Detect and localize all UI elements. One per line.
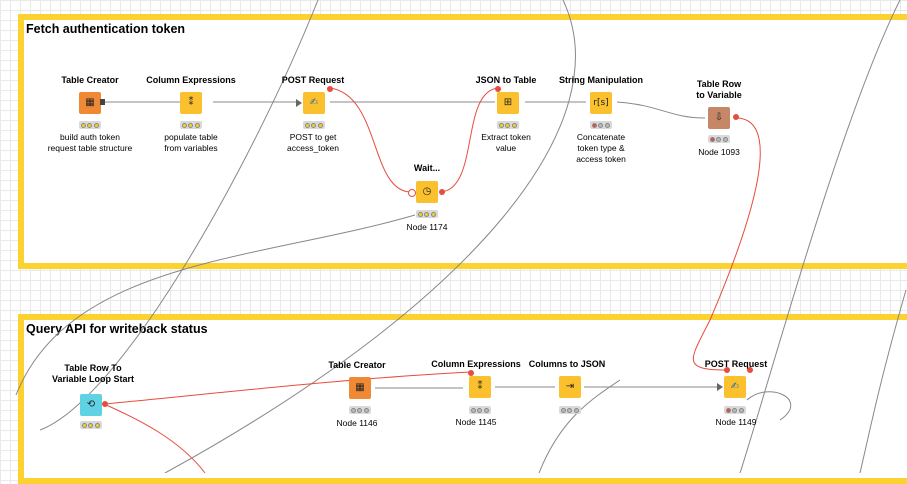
node-status-indicator bbox=[559, 406, 581, 414]
node-title: Table Creator bbox=[328, 360, 386, 370]
node-label[interactable]: Node 1149 bbox=[715, 417, 757, 427]
background-curve bbox=[15, 214, 416, 396]
node-status-indicator bbox=[80, 421, 102, 429]
node-label[interactable]: Extract token value bbox=[481, 132, 531, 153]
node-title: Columns to JSON bbox=[528, 359, 606, 369]
node-title: JSON to Table bbox=[475, 75, 537, 85]
node-title: String Manipulation bbox=[559, 75, 643, 85]
json-to-table-icon[interactable]: ⊞ bbox=[497, 92, 519, 114]
node-label[interactable]: Node 1174 bbox=[406, 222, 448, 232]
annotation-title: Query API for writeback status bbox=[26, 322, 208, 336]
node-title: Table Row to Variable bbox=[696, 79, 742, 100]
node-post-request[interactable]: POST Request ✍ Node 1149 bbox=[681, 359, 791, 434]
input-port[interactable] bbox=[296, 99, 302, 107]
node-status-indicator bbox=[469, 406, 491, 414]
input-port[interactable] bbox=[717, 383, 723, 391]
node-title: Wait... bbox=[413, 163, 441, 173]
flow-variable-port[interactable] bbox=[495, 86, 501, 92]
node-status-indicator bbox=[497, 121, 519, 129]
node-column-expressions[interactable]: Column Expressions ⁑ Node 1145 bbox=[421, 359, 531, 434]
annotation-query-api[interactable]: Query API for writeback status bbox=[18, 314, 907, 484]
node-table-creator[interactable]: Table Creator ▦ Node 1146 bbox=[302, 360, 412, 435]
node-title: Table Row To Variable Loop Start bbox=[51, 363, 135, 384]
columns-to-json-icon[interactable]: ⇥ bbox=[559, 376, 581, 398]
node-status-indicator bbox=[303, 121, 325, 129]
wait-clock-icon[interactable]: ◷ bbox=[416, 181, 438, 203]
flow-variable-out-port[interactable] bbox=[439, 189, 445, 195]
node-title: POST Request bbox=[704, 359, 768, 369]
background-curve bbox=[859, 289, 907, 473]
column-expressions-icon[interactable]: ⁑ bbox=[180, 92, 202, 114]
node-title: Column Expressions bbox=[431, 359, 521, 369]
loop-start-icon[interactable]: ⟲ bbox=[80, 394, 102, 416]
node-label[interactable]: POST to get access_token bbox=[287, 132, 339, 153]
node-label[interactable]: populate table from variables bbox=[164, 132, 218, 153]
node-post-request[interactable]: POST Request ✍ POST to get access_token bbox=[258, 75, 368, 165]
node-status-indicator bbox=[79, 121, 101, 129]
workflow-connections bbox=[15, 0, 907, 473]
flow-variable-in-port[interactable] bbox=[408, 189, 416, 197]
node-columns-to-json[interactable]: Columns to JSON ⇥ bbox=[512, 359, 622, 434]
node-json-to-table[interactable]: JSON to Table ⊞ Extract token value bbox=[451, 75, 561, 165]
node-wait[interactable]: Wait... ◷ Node 1174 bbox=[372, 163, 482, 238]
node-status-indicator bbox=[416, 210, 438, 218]
annotation-fetch-auth-token[interactable]: Fetch authentication token bbox=[18, 14, 907, 269]
string-manipulation-icon[interactable]: r[s] bbox=[590, 92, 612, 114]
node-label[interactable]: Concatenate token type & access token bbox=[576, 132, 626, 164]
node-label[interactable]: Node 1146 bbox=[336, 418, 378, 428]
background-curve bbox=[164, 0, 576, 473]
post-request-icon[interactable]: ✍ bbox=[303, 92, 325, 114]
node-title: Column Expressions bbox=[146, 75, 236, 85]
table-creator-icon[interactable]: ▦ bbox=[79, 92, 101, 114]
node-table-row-to-variable[interactable]: Table Row to Variable ⇩ Node 1093 bbox=[664, 79, 774, 159]
node-table-row-to-variable-loop-start[interactable]: Table Row To Variable Loop Start ⟲ bbox=[38, 363, 148, 438]
node-status-indicator bbox=[724, 406, 746, 414]
background-curve bbox=[739, 0, 901, 473]
background-curve bbox=[39, 0, 319, 431]
output-port[interactable] bbox=[100, 99, 105, 105]
background-curve bbox=[746, 391, 792, 421]
node-status-indicator bbox=[180, 121, 202, 129]
node-status-indicator bbox=[708, 135, 730, 143]
post-request-icon[interactable]: ✍ bbox=[724, 376, 746, 398]
node-column-expressions[interactable]: Column Expressions ⁑ populate table from… bbox=[136, 75, 246, 165]
column-expressions-icon[interactable]: ⁑ bbox=[469, 376, 491, 398]
node-table-creator[interactable]: Table Creator ▦ build auth token request… bbox=[35, 75, 145, 165]
table-row-to-variable-icon[interactable]: ⇩ bbox=[708, 107, 730, 129]
flow-variable-out-port[interactable] bbox=[747, 367, 753, 373]
node-status-indicator bbox=[590, 121, 612, 129]
node-label[interactable]: Node 1093 bbox=[698, 147, 740, 157]
node-label[interactable]: Node 1145 bbox=[455, 417, 497, 427]
node-label[interactable]: build auth token request table structure bbox=[47, 132, 133, 153]
flow-variable-port[interactable] bbox=[733, 114, 739, 120]
node-title: POST Request bbox=[281, 75, 345, 85]
table-creator-icon[interactable]: ▦ bbox=[349, 377, 371, 399]
node-status-indicator bbox=[349, 406, 371, 414]
annotation-title: Fetch authentication token bbox=[26, 22, 186, 36]
flow-variable-port[interactable] bbox=[102, 401, 108, 407]
node-title: Table Creator bbox=[61, 75, 119, 85]
flow-variable-port[interactable] bbox=[724, 367, 730, 373]
node-string-manipulation[interactable]: String Manipulation r[s] Concatenate tok… bbox=[546, 75, 656, 175]
flow-variable-port[interactable] bbox=[468, 370, 474, 376]
flow-variable-port[interactable] bbox=[327, 86, 333, 92]
